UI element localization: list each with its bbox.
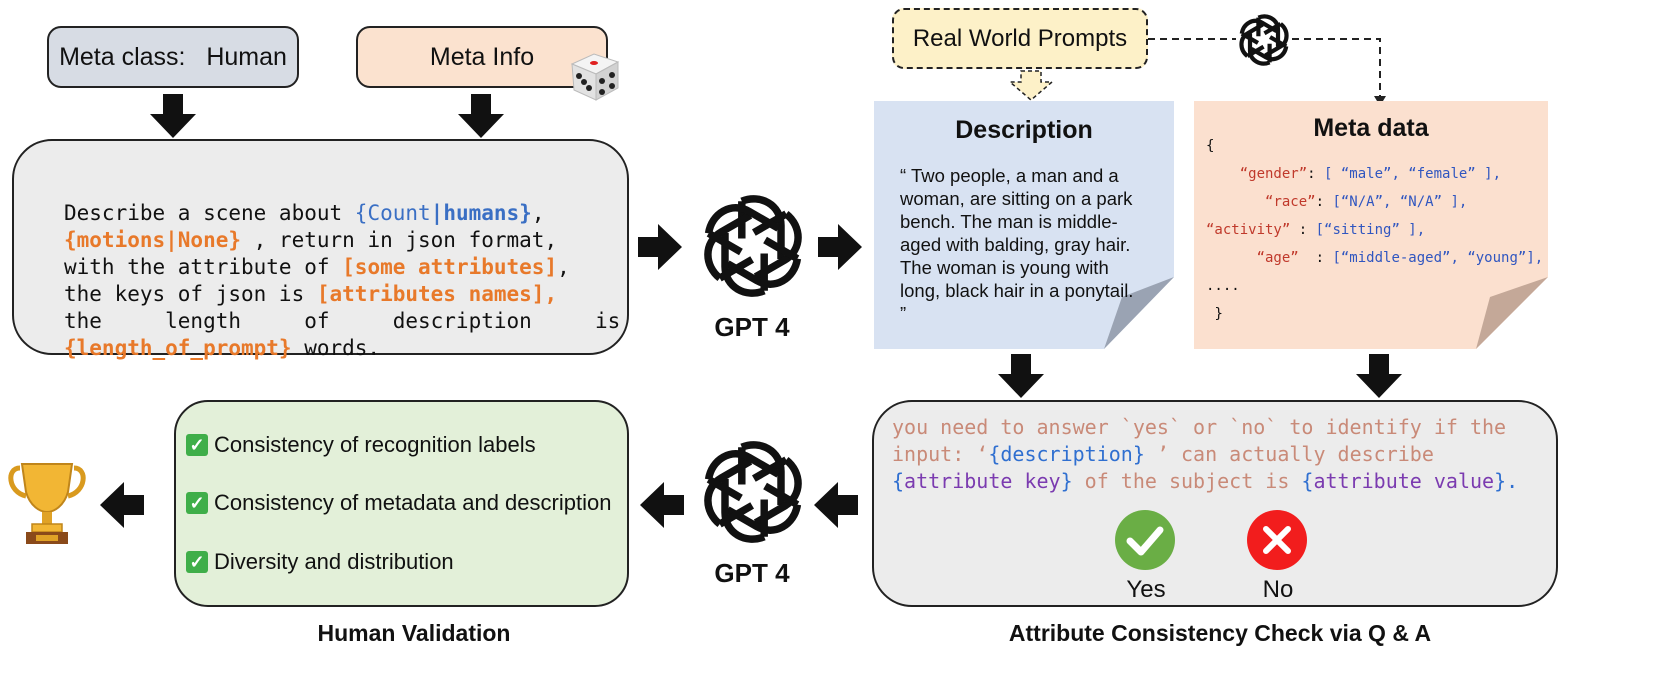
dice-icon [570,53,620,101]
caption-attribute-consistency: Attribute Consistency Check via Q & A [1008,620,1432,646]
description-body: “ Two people, a man and a woman, are sit… [900,165,1134,324]
real-world-prompts-box: Real World Prompts [892,8,1148,69]
openai-logo-icon [704,195,802,297]
arrow-right-icon [638,224,682,270]
prompt-box: Describe a scene about {Count|humans}, {… [12,139,629,360]
no-label: No [1262,576,1294,603]
checkbox-checked-icon: ✓ [186,492,208,514]
no-cross-icon [1247,510,1307,570]
openai-logo-icon [704,441,802,543]
trophy-icon [8,463,86,544]
meta-info-box: Meta Info [356,26,608,88]
arrow-down-icon [150,94,196,138]
checkbox-checked-icon: ✓ [186,434,208,456]
arrow-down-icon [458,94,504,138]
arrow-left-icon [100,482,144,528]
validation-box: ✓ Consistency of recognition labels ✓ Co… [174,400,629,607]
arrow-down-icon [998,354,1044,398]
validation-item: ✓ Diversity and distribution [186,549,454,575]
meta-class-box: Meta class: Human [47,26,299,88]
openai-logo-small-icon [1236,12,1292,68]
meta-data-doc-bg [1194,101,1548,349]
dashed-arrow-down-icon [1008,70,1054,101]
arrow-left-icon [814,482,858,528]
meta-info-label: Meta Info [429,42,535,71]
description-doc-bg [874,101,1174,349]
yes-label: Yes [1126,576,1166,603]
gpt4-label-top: GPT 4 [714,312,790,342]
validation-item: ✓ Consistency of recognition labels [186,432,536,458]
caption-human-validation: Human Validation [317,620,511,646]
description-title: Description [955,116,1093,144]
arrow-left-icon [640,482,684,528]
meta-data-title: Meta data [1313,114,1429,142]
yes-check-icon [1115,510,1175,570]
qa-box: you need to answer `yes` or `no` to iden… [872,400,1558,607]
checkbox-checked-icon: ✓ [186,551,208,573]
arrow-right-icon [818,224,862,270]
gpt4-label-bottom: GPT 4 [714,558,790,588]
arrow-down-icon [1356,354,1402,398]
validation-item: ✓ Consistency of metadata and descriptio… [186,490,611,516]
prompt-text: Describe a scene about {Count|humans}, {… [64,201,621,360]
real-world-prompts-label: Real World Prompts [912,24,1128,52]
qa-question-text: you need to answer `yes` or `no` to iden… [892,415,1519,493]
meta-data-json: { “gender”: [ “male”, “female” ], “race”… [1206,138,1544,322]
meta-class-label: Meta class: Human [59,42,287,71]
